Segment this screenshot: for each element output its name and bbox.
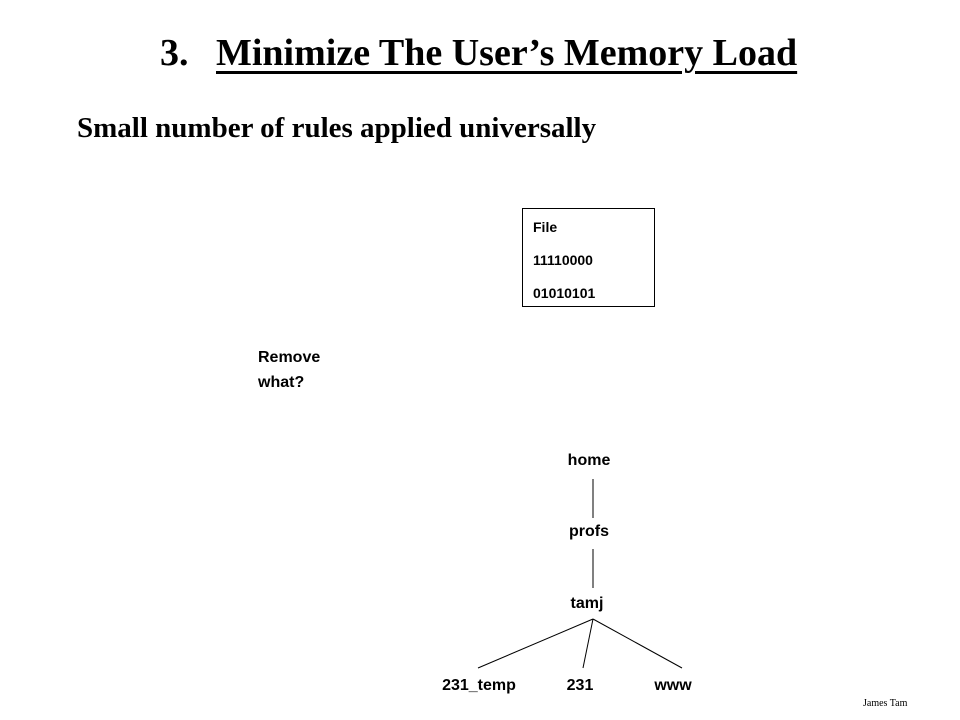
tree-node-tamj: tamj: [570, 595, 604, 612]
edge-tamj-231: [582, 618, 594, 669]
file-label: File: [533, 219, 558, 235]
edge-tamj-www: [592, 618, 683, 669]
file-line-1: 11110000: [533, 252, 593, 268]
slide-number: 3.: [160, 32, 189, 74]
tree-node-231-temp: 231_temp: [442, 677, 516, 694]
prompt-line-2: what?: [258, 374, 305, 391]
remove-prompt: Remove what?: [258, 345, 320, 395]
edge-tamj-231-temp: [477, 618, 594, 669]
slide-title: 3. Minimize The User’s Memory Load: [160, 30, 797, 76]
tree-node-231: 231: [566, 677, 594, 694]
tree-node-www: www: [654, 677, 692, 694]
slide-title-text: Minimize The User’s Memory Load: [216, 32, 798, 74]
prompt-line-1: Remove: [258, 349, 321, 366]
tree-node-profs: profs: [569, 523, 609, 540]
author-credit: James Tam: [863, 698, 908, 709]
slide-subtitle: Small number of rules applied universall…: [77, 112, 597, 144]
tree-node-home: home: [567, 452, 611, 469]
file-box: File 11110000 01010101: [522, 208, 655, 307]
file-line-2: 01010101: [533, 285, 596, 301]
